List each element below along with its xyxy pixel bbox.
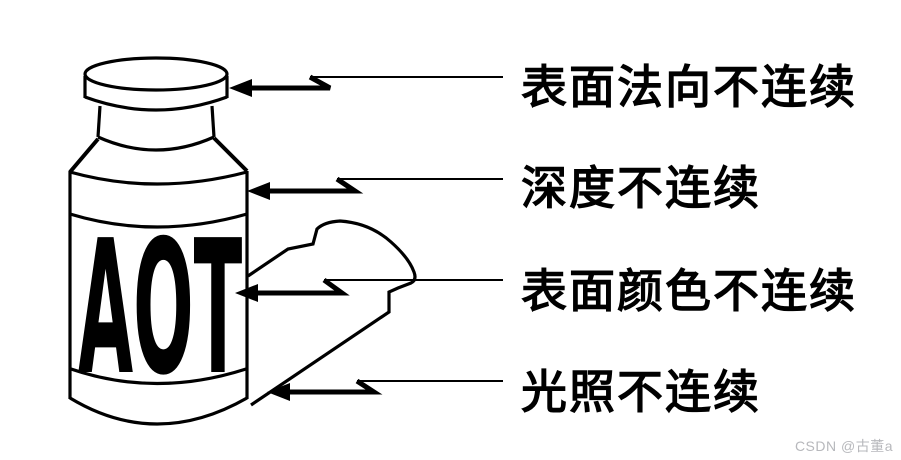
label-illumination-discontinuity: 光照不连续 xyxy=(521,366,761,418)
bottle-body xyxy=(68,170,249,426)
arrowhead-icon xyxy=(247,182,270,200)
bottle-label-text: AOT xyxy=(78,202,242,417)
arrowhead-icon xyxy=(267,383,290,401)
arrow-surface-color xyxy=(235,277,503,302)
bottle-neck xyxy=(96,105,216,152)
arrow-surface-normal xyxy=(229,74,503,97)
arrow-illumination xyxy=(267,378,503,401)
bottle-cap xyxy=(83,56,229,112)
csdn-watermark: CSDN @古董a xyxy=(794,438,893,454)
bottle-drawing: AOT xyxy=(68,56,249,426)
arrowhead-icon xyxy=(229,79,252,97)
arrowhead-icon xyxy=(235,284,258,302)
arrow-depth xyxy=(247,176,503,200)
label-surface-color-discontinuity: 表面颜色不连续 xyxy=(521,265,857,317)
label-surface-normal-discontinuity: 表面法向不连续 xyxy=(521,61,857,113)
bottle-shoulder xyxy=(68,136,249,174)
label-depth-discontinuity: 深度不连续 xyxy=(521,162,761,214)
cast-shadow-outline xyxy=(247,219,417,407)
